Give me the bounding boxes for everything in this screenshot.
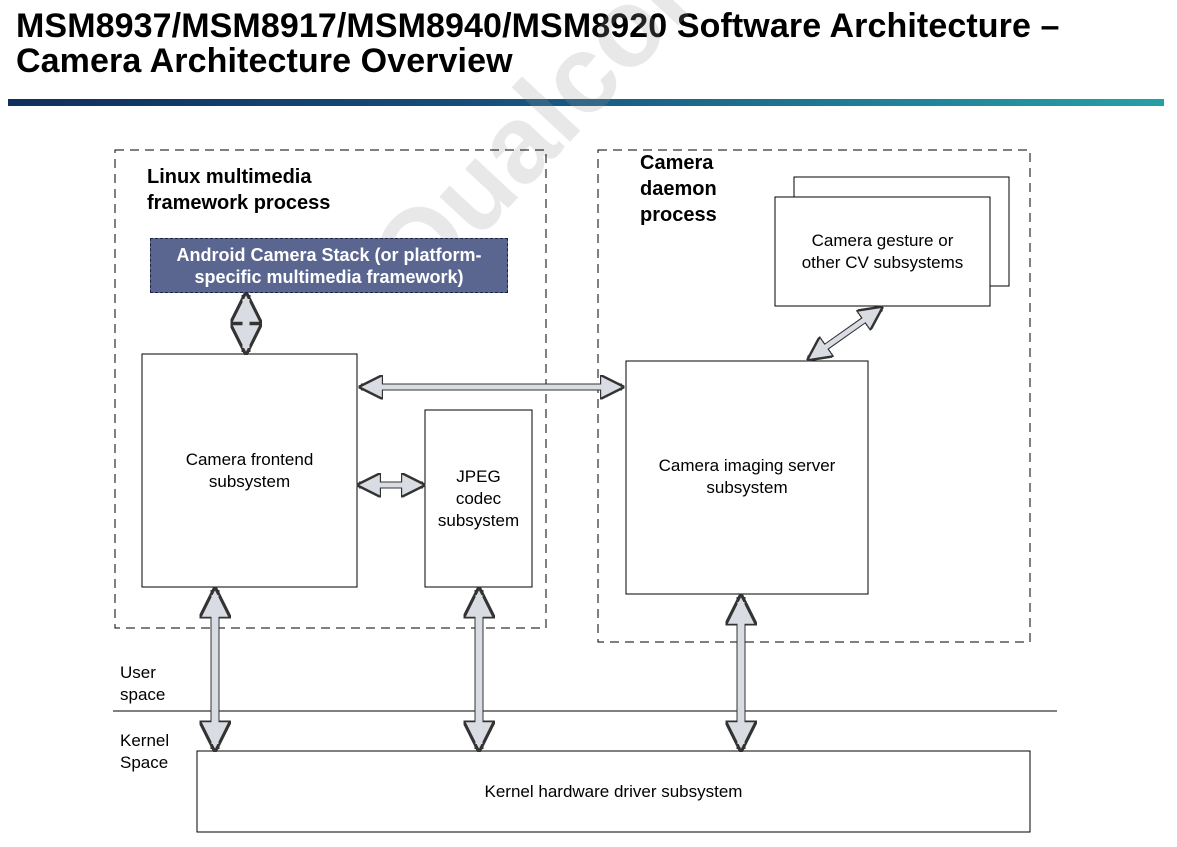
daemon-process-label: Camera daemon process bbox=[640, 152, 717, 226]
arrow-gesture-imaging bbox=[809, 308, 881, 359]
frontend-label: Camera frontend subsystem bbox=[185, 450, 314, 491]
kernel-driver-box bbox=[196, 750, 1031, 833]
title-rule bbox=[8, 99, 1164, 106]
linux-process-boundary bbox=[114, 149, 547, 629]
imaging-server-label: Camera imaging server subsystem bbox=[658, 456, 836, 497]
jpeg-label: JPEG codec subsystem bbox=[437, 467, 520, 530]
kernel-space-label: Kernel Space bbox=[120, 731, 170, 772]
gesture-label: Camera gesture or other CV subsystems bbox=[801, 231, 964, 272]
jpeg-box bbox=[424, 409, 533, 588]
user-space-label: User space bbox=[120, 663, 166, 704]
kernel-driver-label: Kernel hardware driver subsystem bbox=[484, 782, 743, 801]
android-camera-stack: Android Camera Stack (or platform- speci… bbox=[150, 238, 508, 293]
linux-process-label: Linux multimedia framework process bbox=[147, 166, 331, 214]
imaging-server-box bbox=[625, 360, 869, 595]
slide-title-line-1: MSM8937/MSM8917/MSM8940/MSM8920 Software… bbox=[16, 7, 1060, 45]
frontend-box bbox=[141, 353, 358, 588]
gesture-box bbox=[774, 196, 991, 307]
daemon-process-boundary bbox=[597, 149, 1031, 643]
slide-title-line-2: Camera Architecture Overview bbox=[16, 42, 513, 80]
